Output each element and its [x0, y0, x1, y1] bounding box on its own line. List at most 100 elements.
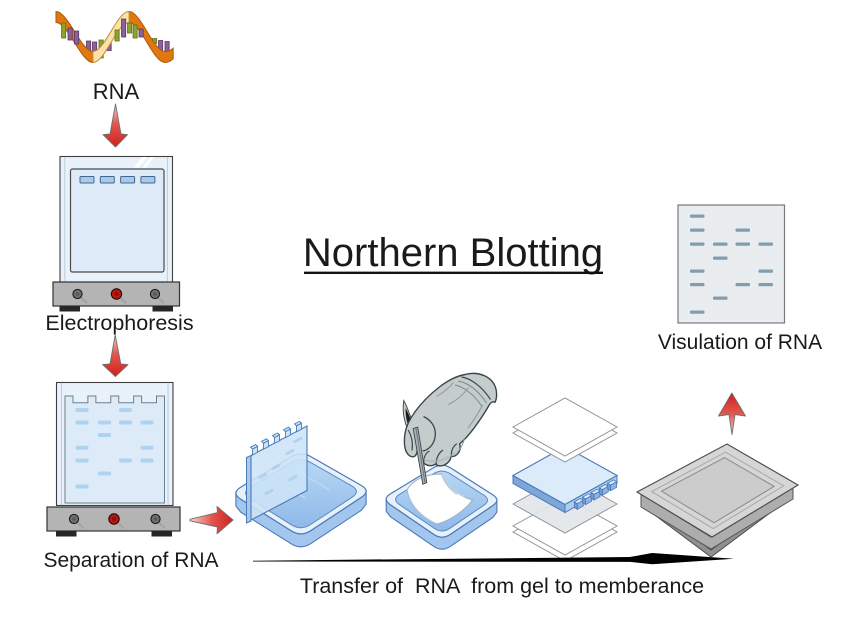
slab-tooth — [598, 484, 610, 497]
gel-band — [120, 176, 136, 184]
gel-band — [75, 458, 89, 463]
gel-panel — [69, 168, 165, 273]
gel-band — [75, 484, 89, 489]
arrow-up-cassette-to-visualization — [718, 392, 746, 435]
foot — [152, 306, 173, 312]
slab-top — [511, 445, 619, 506]
rna-base — [67, 27, 73, 41]
plate-comb-tooth — [249, 444, 259, 450]
plate-band — [285, 448, 295, 456]
plate-band — [271, 463, 281, 471]
glove-shading — [467, 404, 483, 429]
rna-label: RNA — [93, 79, 140, 104]
visualized-gel — [677, 204, 786, 324]
foot — [56, 531, 77, 537]
gel-band — [75, 408, 89, 412]
gel-band — [713, 242, 728, 246]
gel-band — [140, 176, 156, 184]
gel-band — [690, 214, 705, 218]
knob-center — [75, 292, 80, 296]
gel-band — [690, 310, 705, 314]
sample-wells — [79, 176, 156, 184]
knob-center — [114, 292, 119, 296]
slab-tooth — [581, 493, 593, 506]
gel-band — [690, 269, 705, 273]
gel-band — [98, 420, 111, 425]
glass-shine — [134, 157, 147, 168]
slab-tooth-face — [573, 501, 578, 511]
arrow-down-rna-to-electrophoresis — [102, 103, 128, 148]
plate-band — [258, 472, 268, 480]
slab-tooth — [573, 498, 585, 511]
separated-rna-bands — [75, 408, 154, 489]
rna-base — [132, 24, 138, 39]
knob-shadow — [157, 521, 166, 529]
plate-comb-tooth — [282, 426, 292, 433]
rna-base — [61, 22, 67, 39]
knob-center — [72, 517, 76, 521]
stack-sheet-top-1 — [511, 397, 619, 457]
gel-band — [690, 242, 705, 246]
slab-comb-teeth — [573, 479, 618, 511]
stack-gel-slab — [511, 445, 619, 514]
scalpel-handle-ridge — [415, 428, 426, 483]
glove-shading — [448, 387, 469, 405]
glove-shading — [436, 382, 454, 397]
separation-gel-comb — [64, 395, 165, 504]
plate-band — [264, 488, 274, 496]
slab-tooth-side — [582, 496, 586, 506]
gel-band — [735, 242, 750, 246]
glove-cuff-line — [454, 384, 483, 407]
gel-band — [735, 228, 750, 232]
gel-plate-edge — [246, 454, 252, 524]
rna-ribbon-backside — [92, 11, 130, 63]
gel-band — [713, 296, 728, 300]
gel-band — [98, 433, 111, 437]
knob-shadow — [75, 521, 85, 529]
plate-comb-tooth — [271, 432, 281, 438]
knob-shadow — [156, 296, 165, 304]
rna-bases-front — [61, 18, 144, 45]
gel-band — [690, 283, 705, 287]
plate-comb-tooth — [293, 420, 303, 427]
hybridization-cassette — [635, 443, 800, 558]
gel-band — [99, 176, 115, 184]
arrow-down-electrophoresis-to-separation — [102, 334, 129, 377]
glove-cuff-line — [457, 380, 487, 404]
gel-band — [119, 458, 132, 463]
glass-shine — [142, 157, 154, 168]
separation-label: Separation of RNA — [43, 549, 218, 572]
transfer-arrow — [253, 553, 734, 565]
gel-image-frame — [677, 204, 786, 324]
gel-band — [713, 256, 728, 260]
membrane-fold-line — [441, 473, 458, 495]
gel-band — [758, 283, 773, 287]
slab-tooth — [606, 479, 618, 492]
gel-band — [75, 445, 89, 450]
plate-band — [293, 436, 303, 444]
transfer-label: Transfer of RNA from gel to memberance — [300, 574, 704, 598]
visualization-label: Visulation of RNA — [658, 331, 822, 354]
slab-tooth-side — [590, 491, 595, 501]
gel-band — [119, 420, 132, 425]
glove-index-inner — [423, 450, 430, 463]
blotting-stack — [511, 397, 619, 562]
gloved-hand — [403, 372, 498, 485]
electrophoresis-label: Electrophoresis — [45, 311, 193, 335]
cassette-frame — [650, 451, 785, 530]
glove-index-finger — [422, 415, 436, 452]
transfer-tray — [235, 420, 367, 548]
gel-band — [735, 283, 750, 287]
gel-band — [140, 445, 154, 450]
cassette-recess — [660, 457, 776, 524]
glove-knuckle — [435, 449, 444, 465]
slab-tooth-side — [598, 487, 603, 497]
glove-palm-edge — [457, 437, 465, 453]
knob-center — [153, 292, 157, 296]
rna-base — [114, 29, 120, 42]
arrow-right-separation-to-transfer — [189, 506, 234, 535]
knob-center — [153, 517, 158, 521]
page-title: Northern Blotting — [303, 231, 603, 275]
electrophoresis-apparatus — [52, 155, 181, 312]
membrane-tray — [385, 464, 498, 550]
